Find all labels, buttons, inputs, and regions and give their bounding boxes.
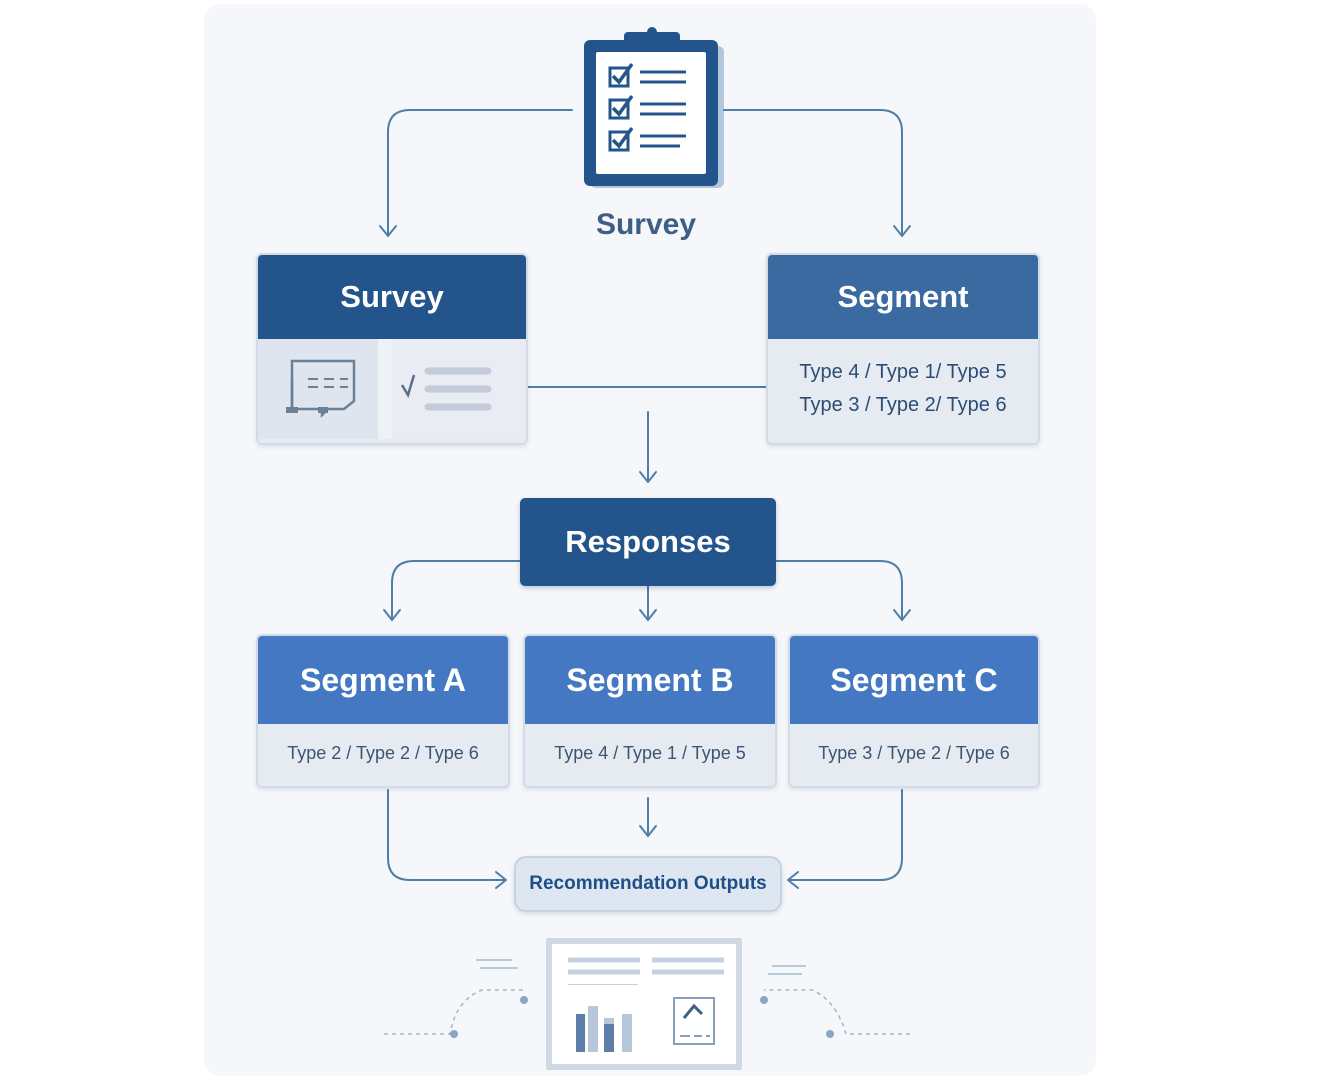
segment-c-types: Type 3 / Type 2 / Type 6 (818, 742, 1010, 763)
survey-card: Survey (256, 253, 528, 445)
segment-types-line-1: Type 4 / Type 1/ Type 5 (799, 361, 1007, 383)
segment-c-title: Segment C (790, 636, 1038, 724)
segment-b-title: Segment B (525, 636, 775, 724)
segment-c-card: Segment C Type 3 / Type 2 / Type 6 (788, 634, 1040, 788)
survey-checklist-cell (392, 339, 526, 439)
clipboard-checklist-icon (584, 27, 724, 188)
segment-b-types: Type 4 / Type 1 / Type 5 (554, 742, 746, 763)
segment-a-title: Segment A (258, 636, 508, 724)
segment-a-card: Segment A Type 2 / Type 2 / Type 6 (256, 634, 510, 788)
responses-box: Responses (520, 498, 776, 586)
survey-chat-cell (258, 339, 392, 439)
survey-card-title: Survey (258, 255, 526, 339)
segment-a-types: Type 2 / Type 2 / Type 6 (287, 742, 479, 763)
chat-form-icon (286, 359, 356, 419)
top-survey-label: Survey (595, 208, 697, 241)
segment-types-line-2: Type 3 / Type 2/ Type 6 (799, 394, 1007, 416)
segment-card-title: Segment (768, 255, 1038, 339)
checklist-lines-icon (400, 367, 492, 411)
segment-b-card: Segment B Type 4 / Type 1 / Type 5 (523, 634, 777, 788)
report-dashboard-icon (546, 938, 742, 1070)
segment-card: Segment Type 4 / Type 1/ Type 5 Type 3 /… (766, 253, 1040, 445)
report-chart-graphic (568, 957, 724, 1052)
recommendation-outputs-box: Recommendation Outputs (514, 856, 782, 912)
